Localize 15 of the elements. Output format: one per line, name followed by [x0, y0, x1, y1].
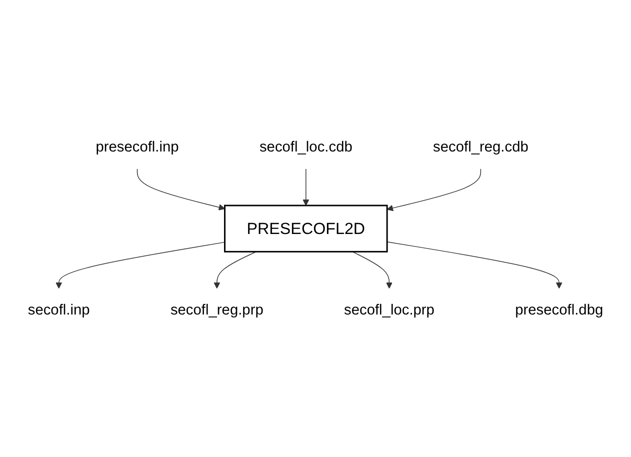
arrow	[214, 251, 257, 289]
arrow	[56, 242, 226, 289]
arrow	[136, 168, 226, 210]
arrow	[352, 251, 392, 289]
node-text: secofl_loc.prp	[344, 302, 434, 318]
node-text: secofl_loc.cdb	[259, 138, 352, 155]
node-text: presecofl.inp	[96, 138, 179, 155]
node-text: secofl_reg.prp	[170, 302, 264, 318]
arrow	[302, 168, 310, 206]
node-text: presecofl.dbg	[515, 302, 604, 318]
arrow	[386, 168, 482, 212]
node-text: secofl_reg.cdb	[433, 138, 528, 155]
node-box: PRESECOFL2D	[224, 204, 388, 252]
arrow	[386, 241, 562, 289]
node-text: secofl.inp	[28, 302, 90, 318]
